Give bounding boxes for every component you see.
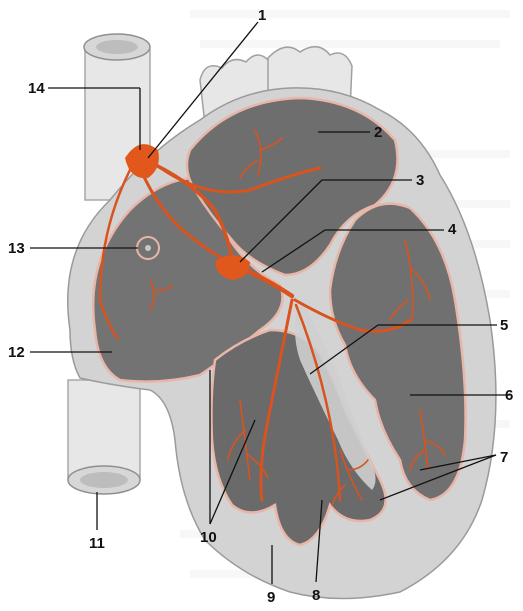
label-11: 11: [89, 535, 105, 552]
label-14: 14: [28, 80, 45, 97]
label-4: 4: [448, 221, 457, 238]
label-7: 7: [500, 449, 508, 466]
inferior-vena-cava: [68, 380, 140, 494]
label-12: 12: [8, 344, 25, 361]
label-6: 6: [505, 387, 513, 404]
label-2: 2: [374, 124, 382, 141]
label-13: 13: [8, 240, 25, 257]
label-10: 10: [200, 529, 217, 546]
label-3: 3: [416, 172, 424, 189]
label-5: 5: [500, 317, 508, 334]
label-8: 8: [312, 587, 320, 604]
label-1: 1: [258, 7, 266, 24]
label-9: 9: [267, 589, 275, 606]
